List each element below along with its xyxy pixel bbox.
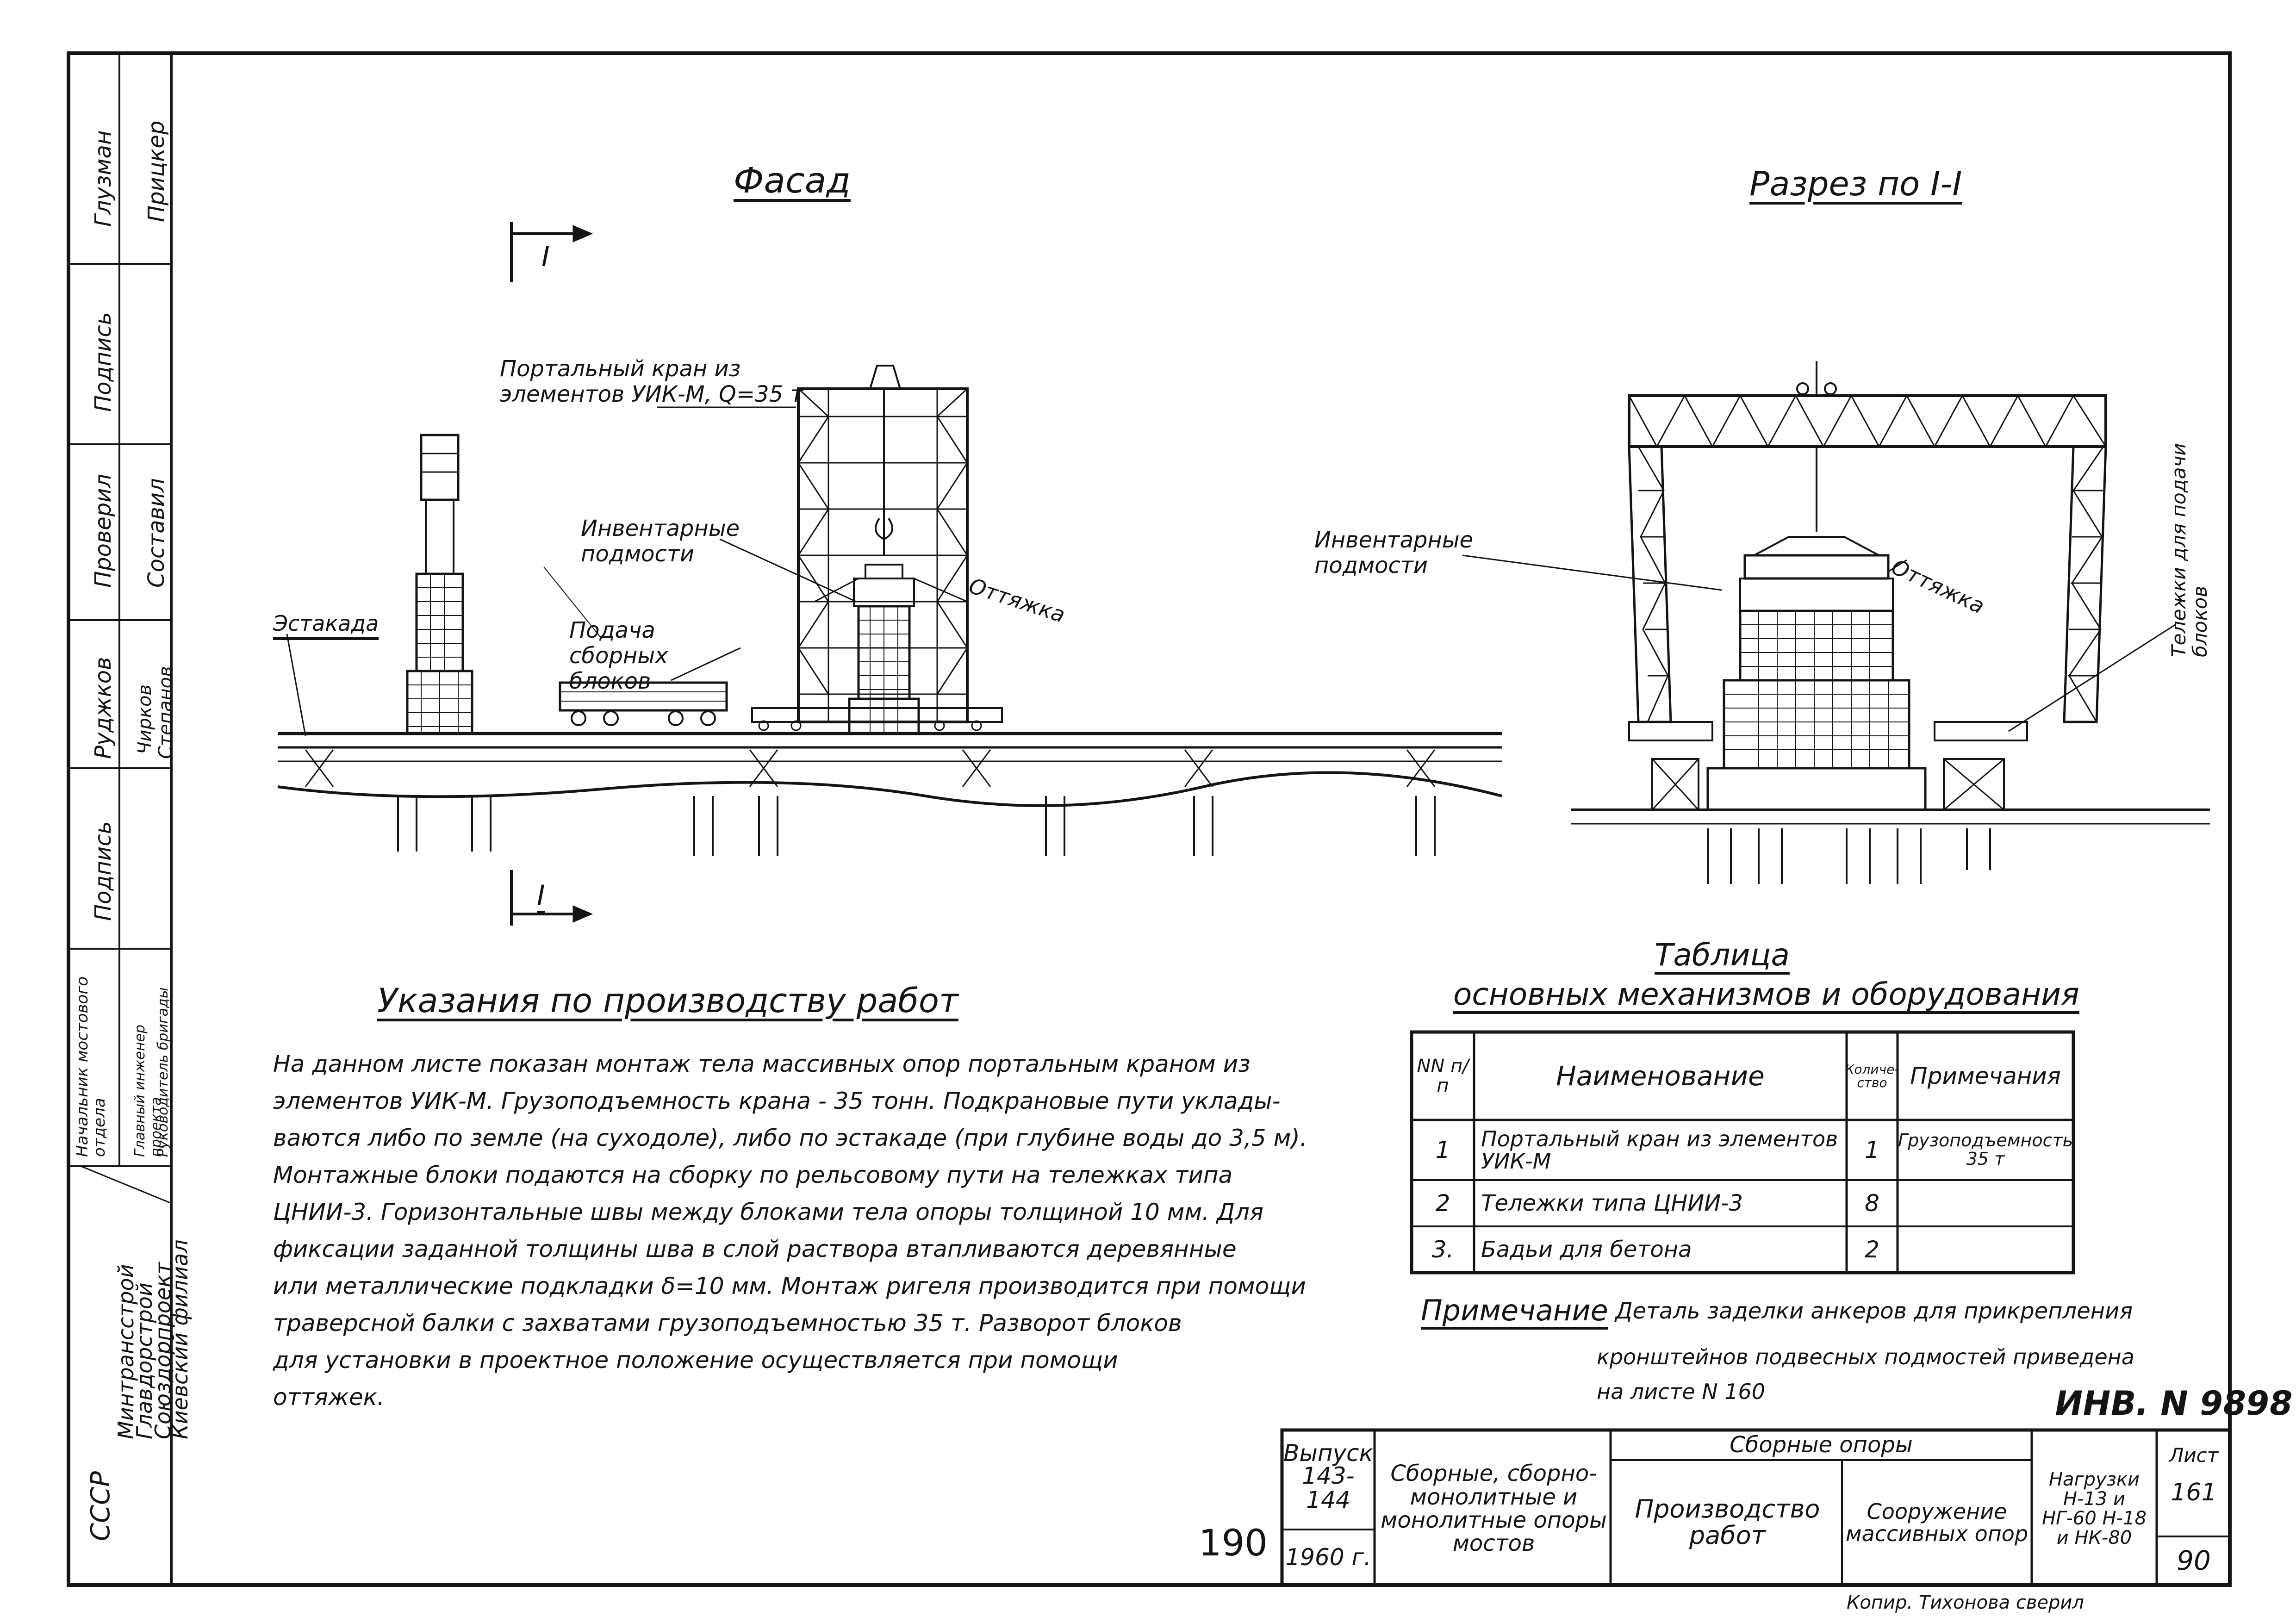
table-cell-3-qty: 2 [1865,1236,1879,1263]
stamp-label-sign-2: Подпись [90,821,116,921]
table-cell-1-notes: Грузоподъемность 35 т [1898,1130,2073,1169]
instructions-line-3: ваются либо по земле (на суходоле), либо… [273,1125,1307,1151]
table-cell-2-qty: 8 [1865,1189,1879,1217]
facade-title: Фасад [734,160,851,201]
outer-frame [67,51,2232,1587]
page-number-190: 190 [1199,1523,1268,1564]
table-header-num: NN п/п [1417,1056,1469,1096]
section-title: Разрез по I-I [1749,164,1962,203]
table-cell-2-num: 2 [1435,1189,1450,1217]
facade-podacha-label: Подача сборных блоков [569,617,668,695]
tb-series: Сборные, сборно-монолитные и монолитные … [1381,1461,1607,1557]
tb-page: 90 [2177,1545,2211,1577]
stamp-name-2: Руджков [90,657,116,759]
tb-group: Сборные опоры [1730,1431,1913,1458]
table-header-name: Наименование [1556,1060,1765,1092]
stamp-label-head: Начальник мостового отдела [73,976,109,1157]
tb-structure: Сооружение массивных опор [1845,1499,2028,1546]
stamp-label-composed: Составил [143,478,169,588]
stamp-name-4: Чирков [134,684,156,754]
stamp-name-3: Прицкер [143,120,169,222]
instructions-line-9: для установки в проектное положение осущ… [273,1347,1118,1374]
table-cell-2-name: Тележки типа ЦНИИ-3 [1481,1190,1743,1216]
facade-section-mark-top: I [541,241,550,273]
stamp-name-5: Степанов [155,666,176,759]
instructions-title: Указания по производству работ [377,981,958,1020]
table-title: Таблица [1655,937,1790,973]
instructions-line-10: оттяжек. [273,1384,385,1411]
facade-estakada-label: Эстакада [273,611,379,636]
table-header-notes: Примечания [1910,1062,2061,1089]
stamp-label-sign-1: Подпись [90,312,116,412]
inventory-number: ИНВ. N 9898 [2051,1384,2296,1423]
tb-work: Производство работ [1635,1494,1820,1550]
table-header-qty: Количе-ство [1845,1061,1899,1090]
instructions-line-2: элементов УИК-М. Грузоподъемность крана … [273,1088,1281,1114]
footer-stamp: Копир. Тихонова сверил [1847,1592,2084,1613]
stamp-label-brigade: Руководитель бригады [155,987,171,1157]
tb-load: Нагрузки Н-13 и НГ-60 Н-18 и НК-80 [2042,1469,2147,1548]
table-cell-1-qty: 1 [1865,1136,1879,1163]
instructions-line-4: Монтажные блоки подаются на сборку по ре… [273,1162,1233,1188]
table-cell-1-num: 1 [1435,1136,1450,1163]
section-podmosti-label: Инвентарные подмости [1314,527,1474,579]
tb-vypusk-label: Выпуск [1283,1439,1373,1467]
table-cell-3-num: 3. [1431,1236,1454,1263]
facade-crane-label: Портальный кран из элементов УИК-М, Q=35… [500,356,803,408]
title-block-grid [1280,1428,2232,1587]
instructions-line-8: траверсной балки с захватами грузоподъем… [273,1310,1182,1337]
facade-podmosti-label: Инвентарные подмости [581,516,740,567]
tb-sheet-value: 161 [2171,1478,2217,1506]
section-telezhki-label: Тележки для подачи блоков [2167,443,2212,657]
tb-year: 1960 г. [1285,1543,1371,1571]
note-text-1: Деталь заделки анкеров для прикрепления [1615,1298,2133,1324]
note-text-3: на листе N 160 [1597,1379,1766,1404]
facade-section-mark-bottom: I [537,879,545,912]
org-ussr: СССР [86,1471,116,1541]
table-cell-1-name: Портальный кран из элементов УИК-М [1481,1126,1838,1174]
stamp-label-checked: Проверил [90,473,116,588]
table-cell-3-name: Бадьи для бетона [1481,1236,1692,1262]
instructions-line-5: ЦНИИ-3. Горизонтальные швы между блоками… [273,1199,1264,1225]
instructions-line-7: или металлические подкладки δ=10 мм. Мон… [273,1273,1306,1300]
table-subtitle: основных механизмов и оборудования [1453,976,2079,1012]
instructions-line-1: На данном листе показан монтаж тела масс… [273,1051,1251,1077]
note-label: Примечание [1421,1293,1608,1327]
org-4: Киевский филиал [168,1239,193,1439]
equipment-table-grid [1410,1030,2075,1275]
section-drawing [1462,361,2210,884]
facade-drawing [277,222,1502,926]
note-text-2: кронштейнов подвесных подмостей приведен… [1597,1344,2134,1369]
instructions-line-6: фиксации заданной толщины шва в слой рас… [273,1236,1237,1262]
tb-sheet-label: Лист [2169,1443,2219,1467]
tb-vypusk-value: 143-144 [1302,1462,1355,1513]
stamp-name-1: Глузман [90,130,116,227]
